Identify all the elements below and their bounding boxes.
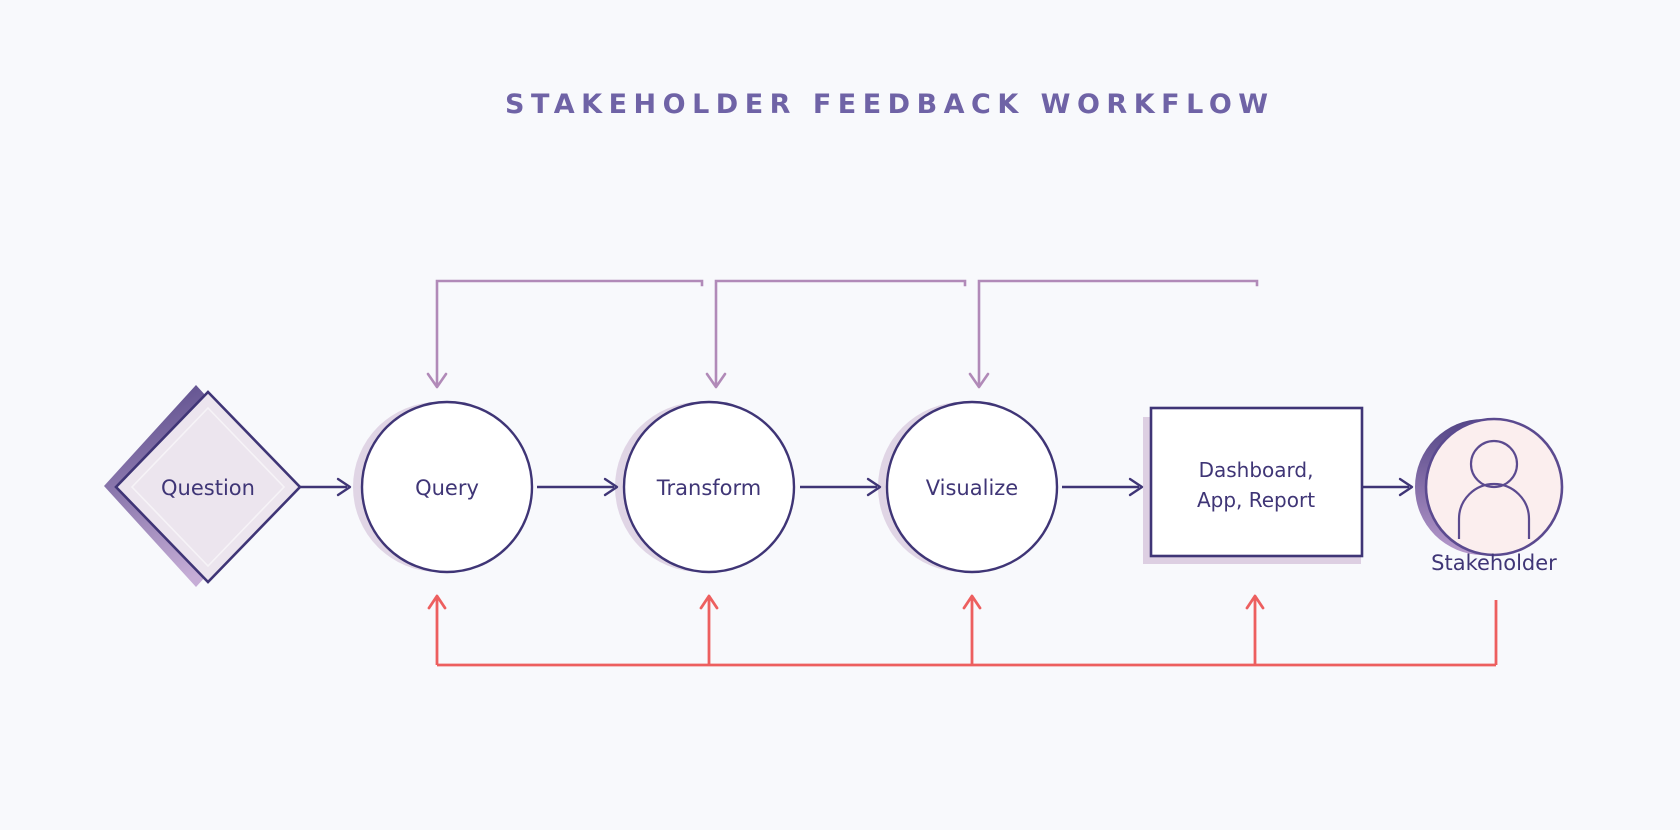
node-transform[interactable]: Transform bbox=[622, 400, 796, 574]
iteration-loop-transform-to-query bbox=[426, 279, 704, 389]
stakeholder-feedback-loop bbox=[427, 594, 1498, 667]
iteration-loop-dashboard-to-visualize bbox=[968, 279, 1259, 389]
dashboard-rect-shape bbox=[1149, 406, 1364, 558]
node-stakeholder[interactable]: Stakeholder bbox=[1424, 417, 1564, 575]
transform-label: Transform bbox=[656, 476, 761, 500]
dashboard-label-line1: Dashboard, bbox=[1199, 458, 1314, 482]
transform-circle-shape bbox=[622, 400, 796, 574]
node-visualize[interactable]: Visualize bbox=[885, 400, 1059, 574]
diagram-title: STAKEHOLDER FEEDBACK WORKFLOW bbox=[505, 89, 1275, 120]
query-circle-shape bbox=[360, 400, 534, 574]
connector-visualize-to-dashboard bbox=[1062, 477, 1144, 497]
person-avatar-icon bbox=[1457, 439, 1531, 539]
feedback-arrow-transform bbox=[699, 594, 719, 665]
connector-dashboard-to-stakeholder bbox=[1362, 477, 1414, 497]
visualize-circle-shape bbox=[885, 400, 1059, 574]
connector-question-to-query bbox=[297, 477, 352, 497]
connector-transform-to-visualize bbox=[800, 477, 882, 497]
question-label: Question bbox=[161, 476, 255, 500]
feedback-arrow-visualize bbox=[962, 594, 982, 665]
feedback-arrow-query bbox=[427, 594, 447, 665]
visualize-label: Visualize bbox=[926, 476, 1018, 500]
iteration-loop-visualize-to-transform bbox=[705, 279, 967, 389]
connector-query-to-transform bbox=[537, 477, 619, 497]
node-dashboard[interactable]: Dashboard, App, Report bbox=[1149, 406, 1364, 558]
iteration-loops bbox=[426, 279, 1259, 389]
node-question[interactable]: Question bbox=[114, 390, 302, 584]
stakeholder-label: Stakeholder bbox=[1431, 551, 1557, 575]
question-diamond-shape bbox=[114, 390, 302, 584]
query-label: Query bbox=[415, 476, 479, 500]
question-inner-highlight bbox=[130, 406, 286, 568]
dashboard-label-line2: App, Report bbox=[1197, 488, 1315, 512]
node-query[interactable]: Query bbox=[360, 400, 534, 574]
flow-connectors bbox=[297, 477, 1414, 497]
feedback-arrow-dashboard bbox=[1245, 594, 1265, 665]
